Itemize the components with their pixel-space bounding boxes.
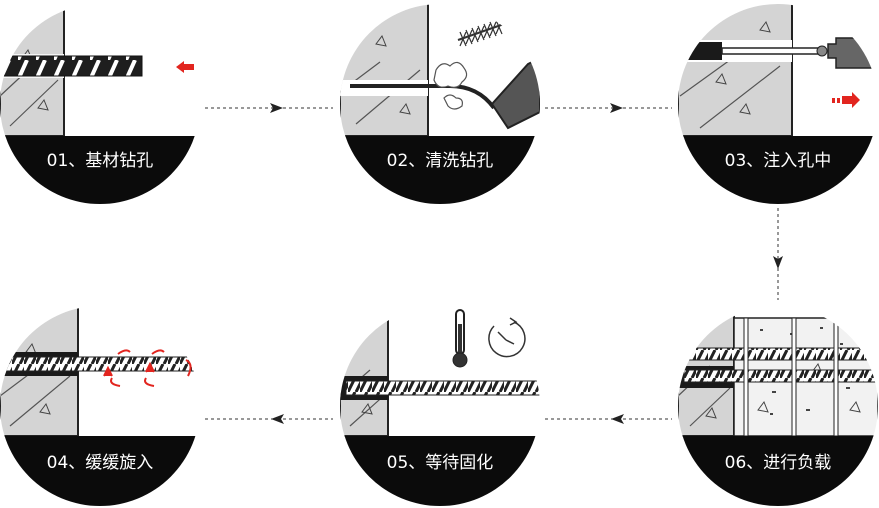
step-label: 03、注入孔中 bbox=[725, 151, 832, 171]
timer-icon bbox=[488, 317, 526, 358]
injection-nozzle bbox=[721, 47, 821, 55]
connector-02-03 bbox=[545, 103, 672, 113]
rebar bbox=[683, 369, 878, 383]
arrowhead-icon bbox=[773, 256, 783, 269]
connector-01-02 bbox=[205, 103, 333, 113]
step-02: 02、清洗钻孔 bbox=[340, 4, 540, 204]
arrowhead-icon bbox=[270, 103, 283, 113]
connector-03-06 bbox=[773, 208, 783, 300]
blower-body bbox=[490, 56, 540, 130]
step-label: 05、等待固化 bbox=[387, 453, 494, 473]
connector-05-04 bbox=[205, 414, 333, 424]
step-label: 02、清洗钻孔 bbox=[387, 151, 494, 171]
step-01: 01、基材钻孔 bbox=[0, 4, 200, 204]
step-04: 04、缓缓旋入 bbox=[0, 306, 200, 506]
step-label: 04、缓缓旋入 bbox=[47, 453, 154, 473]
rotation-arrows-icon bbox=[103, 349, 192, 387]
connector-06-05 bbox=[545, 414, 672, 424]
arrowhead-icon bbox=[611, 414, 624, 424]
concrete-wall bbox=[340, 4, 429, 137]
step-06: 06、进行负载 bbox=[678, 306, 878, 506]
dust-cloud bbox=[433, 61, 468, 88]
thermometer-icon bbox=[452, 309, 468, 368]
drill-bit bbox=[3, 55, 143, 77]
arrowhead-icon bbox=[610, 103, 623, 113]
move-arrow-icon bbox=[832, 92, 860, 108]
step-label: 06、进行负载 bbox=[725, 453, 832, 473]
rebar bbox=[345, 380, 540, 396]
rebar bbox=[5, 356, 200, 372]
adhesive-fill bbox=[678, 42, 722, 60]
arrowhead-icon bbox=[271, 414, 284, 424]
cleaning-brush bbox=[457, 19, 505, 47]
step-label: 01、基材钻孔 bbox=[47, 151, 154, 171]
step-03: 03、注入孔中 bbox=[678, 4, 878, 204]
injection-gun bbox=[827, 37, 878, 69]
concrete-wall bbox=[678, 4, 793, 137]
step-05: 05、等待固化 bbox=[340, 306, 540, 506]
push-arrow-icon bbox=[176, 61, 194, 73]
rebar bbox=[683, 347, 878, 361]
concrete-wall bbox=[340, 306, 389, 437]
